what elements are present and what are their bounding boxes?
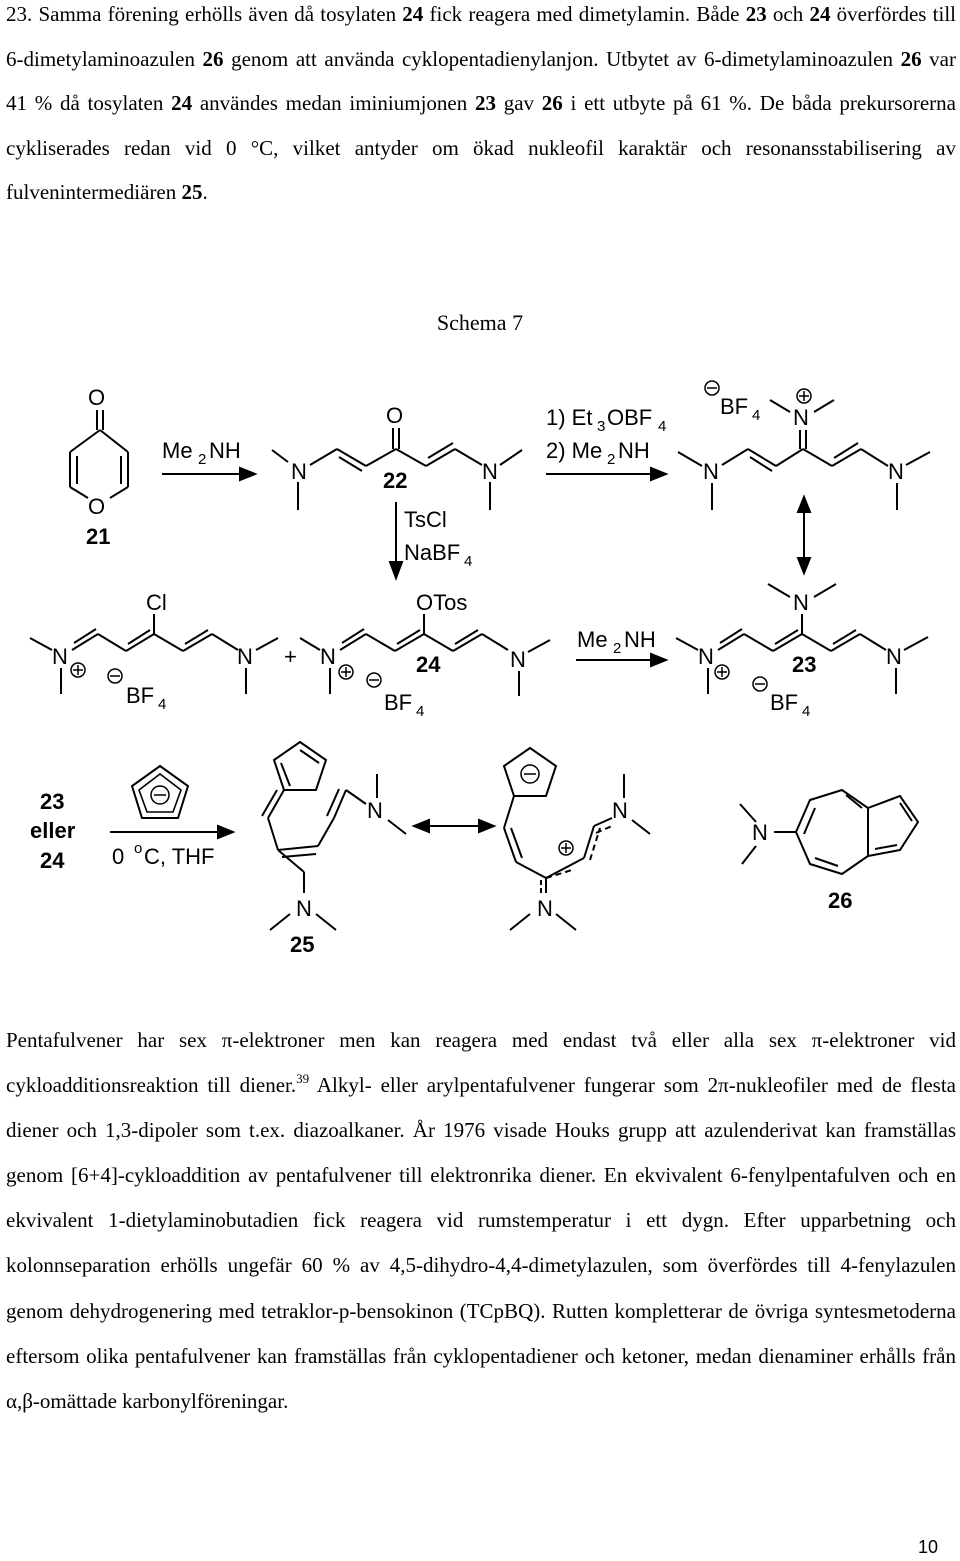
svg-text:N: N [320, 644, 336, 669]
svg-text:N: N [537, 896, 553, 921]
svg-text:4: 4 [752, 407, 760, 424]
page-number: 10 [917, 1537, 938, 1557]
svg-text:N: N [793, 405, 809, 430]
reference-superscript: 39 [296, 1071, 310, 1087]
compound-label-21: 21 [86, 524, 110, 549]
svg-text:N: N [698, 644, 714, 669]
svg-text:TsCl: TsCl [404, 507, 447, 532]
compound-label-24: 24 [416, 652, 441, 677]
compound-21-structure: O O 21 [69, 385, 129, 549]
svg-text:4: 4 [802, 703, 810, 720]
svg-text:N: N [703, 459, 719, 484]
svg-text:eller: eller [30, 818, 76, 843]
svg-text:N: N [612, 798, 628, 823]
svg-text:O: O [88, 494, 105, 519]
resonance-arrow-vertical [796, 494, 812, 576]
svg-text:N: N [291, 459, 307, 484]
paragraph-2: Pentafulvener har sex π-elektroner men k… [6, 1028, 956, 1413]
svg-text:Me: Me [577, 627, 608, 652]
svg-text:2: 2 [198, 451, 206, 468]
scheme-title: Schema 7 [436, 310, 524, 335]
svg-text:4: 4 [464, 553, 472, 570]
svg-text:4: 4 [416, 703, 424, 720]
svg-text:2: 2 [607, 451, 615, 468]
compound-label-23: 23 [792, 652, 816, 677]
svg-text:N: N [482, 459, 498, 484]
svg-text:24: 24 [40, 848, 65, 873]
compound-label-22: 22 [383, 468, 407, 493]
compound-label-26: 26 [828, 888, 852, 913]
svg-text:N: N [367, 798, 383, 823]
compound-label-25: 25 [290, 932, 314, 957]
starting-materials-label: 23 eller 24 [30, 789, 76, 873]
svg-text:BF: BF [126, 683, 154, 708]
svg-text:BF: BF [720, 394, 748, 419]
svg-text:N: N [888, 459, 904, 484]
compound-26-structure: N 26 [739, 788, 920, 913]
svg-text:N: N [237, 644, 253, 669]
svg-text:NH: NH [624, 627, 656, 652]
svg-text:C, THF: C, THF [144, 844, 214, 869]
plus-sign: + [284, 644, 297, 669]
svg-text:BF: BF [770, 690, 798, 715]
svg-text:0: 0 [112, 844, 124, 869]
svg-text:OTos: OTos [416, 590, 467, 615]
svg-text:N: N [886, 644, 902, 669]
zwitterion-structure: N N [502, 746, 651, 931]
svg-text:N: N [752, 820, 768, 845]
svg-text:BF: BF [384, 690, 412, 715]
svg-text:Me: Me [162, 438, 193, 463]
svg-text:O: O [88, 385, 105, 410]
compound-22-structure: N O N 22 [271, 403, 523, 510]
compound-25-structure: N N 25 [261, 740, 407, 957]
svg-text:2) Me: 2) Me [546, 438, 602, 463]
svg-text:OBF: OBF [607, 405, 652, 430]
resonance-arrow-horizontal [411, 818, 497, 834]
svg-text:o: o [134, 840, 142, 857]
svg-text:Cl: Cl [146, 590, 167, 615]
svg-text:NH: NH [209, 438, 241, 463]
svg-text:O: O [386, 403, 403, 428]
svg-text:N: N [296, 896, 312, 921]
svg-text:2: 2 [613, 640, 621, 657]
svg-text:NaBF: NaBF [404, 540, 460, 565]
svg-text:23: 23 [40, 789, 64, 814]
svg-text:4: 4 [658, 418, 666, 435]
svg-text:N: N [52, 644, 68, 669]
svg-text:4: 4 [158, 696, 166, 713]
paragraph-1: 23. Samma förening erhölls även då tosyl… [6, 2, 956, 205]
svg-text:NH: NH [618, 438, 650, 463]
svg-text:1) Et: 1) Et [546, 405, 592, 430]
svg-text:3: 3 [597, 418, 605, 435]
svg-text:N: N [510, 647, 526, 672]
svg-text:N: N [793, 590, 809, 615]
